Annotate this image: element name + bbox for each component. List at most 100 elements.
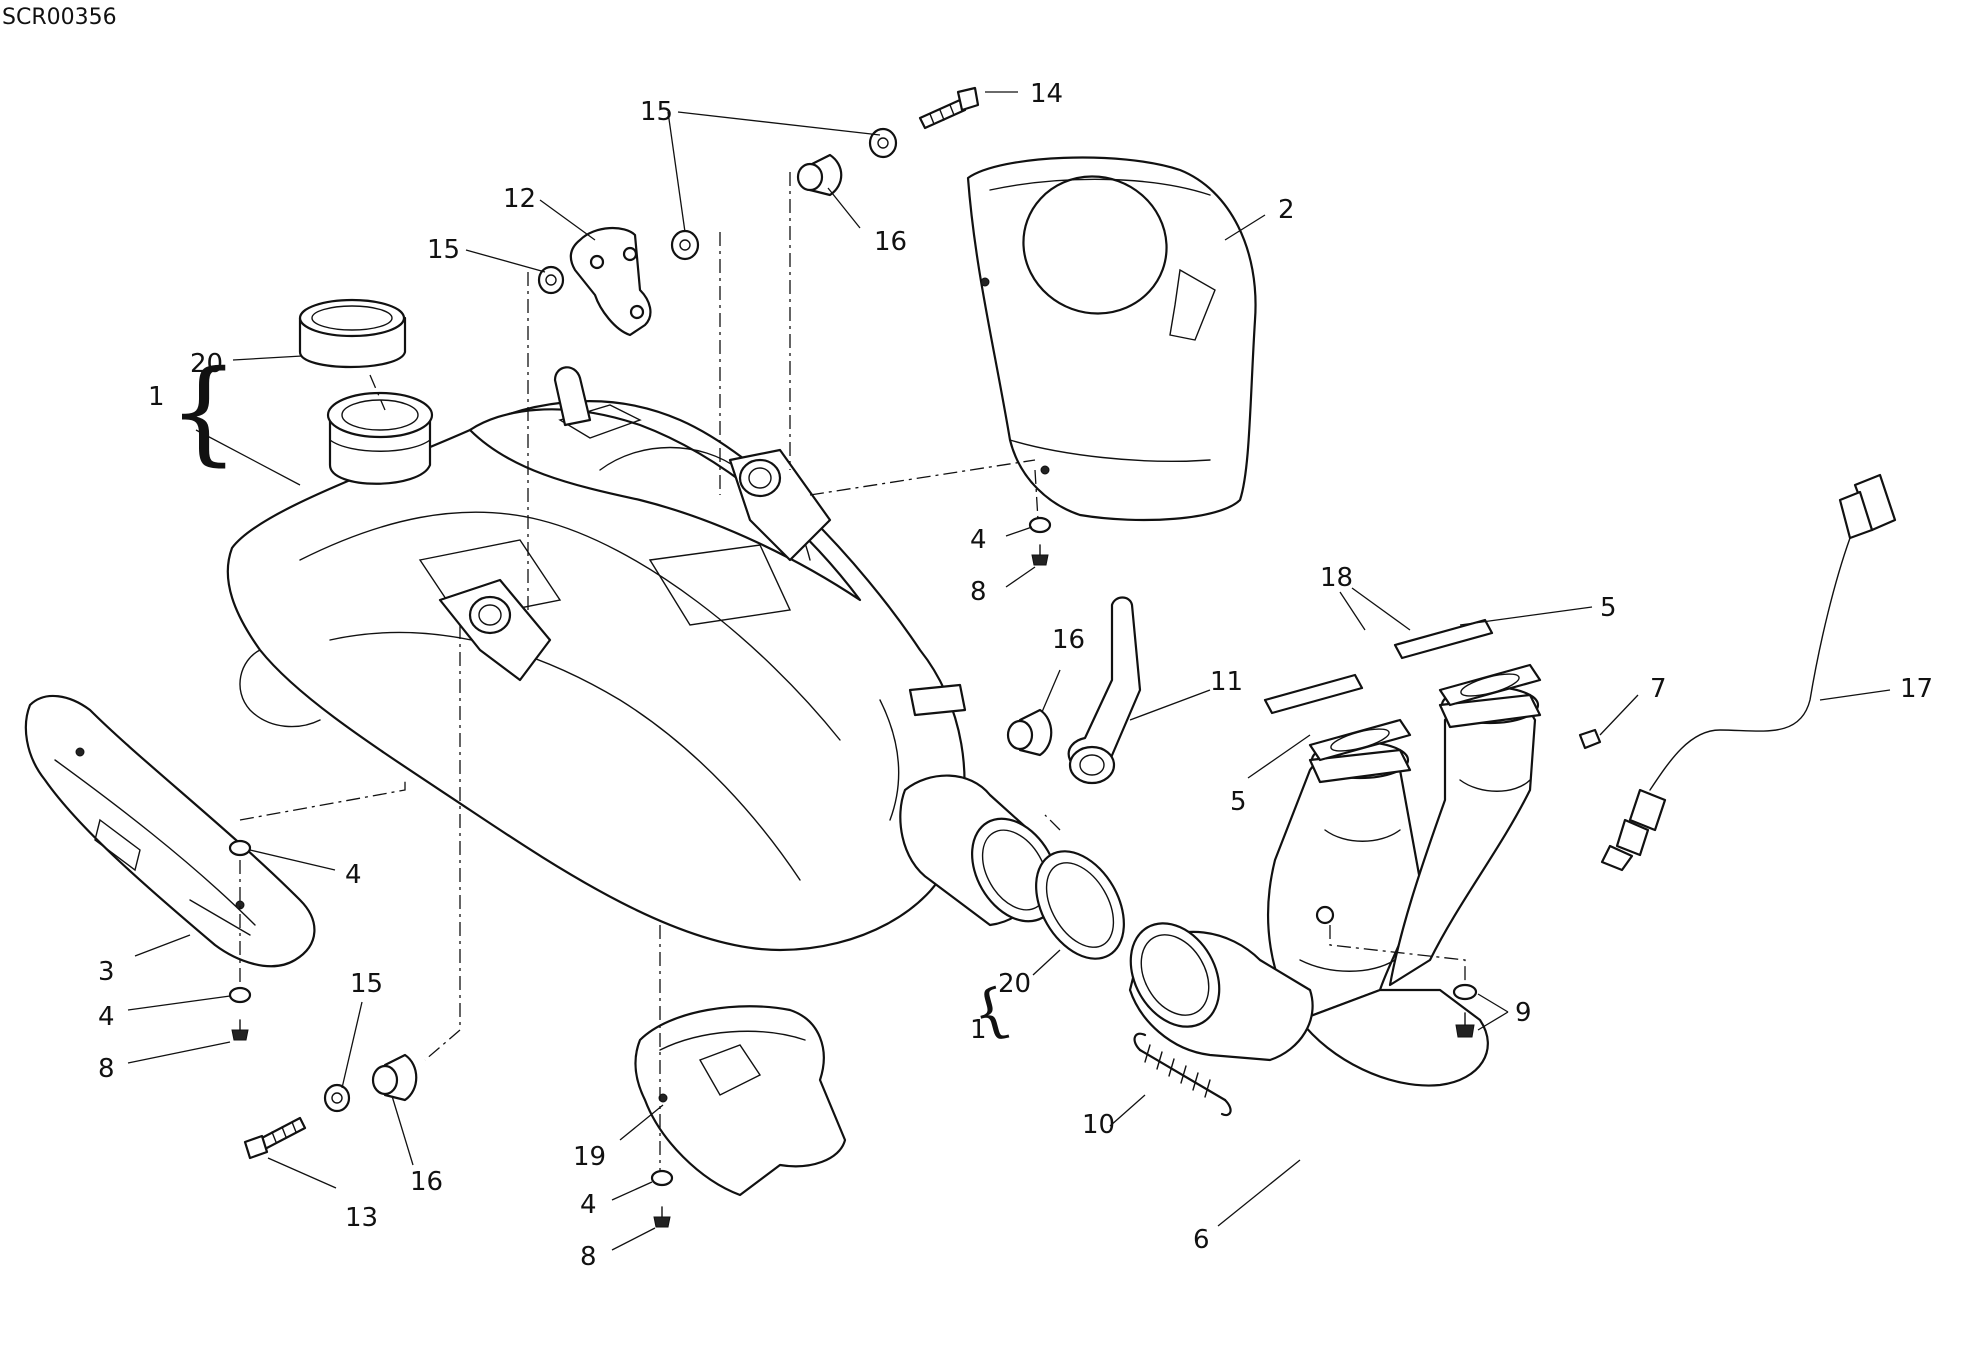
callout-15-left: 15 [427,235,460,265]
leader-16-low [391,1095,414,1166]
callout-13: 13 [345,1203,378,1233]
leader-5-right [1459,606,1593,626]
leader-18b [1351,587,1411,631]
centerline-ring-20b [1044,814,1061,831]
rubber-mount-16-top [796,153,843,197]
callout-2: 2 [1278,195,1295,225]
heat-shield-3 [24,694,316,968]
leader-11 [1129,689,1211,721]
screw-8-shield2 [1031,544,1049,566]
clamp-half-right [1393,618,1494,660]
leader-8-shield3 [127,1041,231,1064]
leader-3 [134,934,191,957]
leader-13 [267,1157,337,1189]
centerline-shield2-screw [1034,469,1039,521]
washer-4-shield19 [650,1169,674,1187]
centerline-mount-low [424,625,461,1061]
leader-15-low [341,1001,363,1089]
heat-shield-2 [966,156,1257,522]
leader-4-shield3-top [249,849,336,871]
leader-9b [1477,1011,1509,1031]
centerline-header-screw [1329,925,1466,985]
lambda-sensor-17 [1600,473,1897,872]
muffler-tab [553,366,592,427]
muffler-body [226,400,966,952]
callout-10: 10 [1082,1110,1115,1140]
muffler-inlet-pipe [326,391,434,485]
callout-20-bottom: 20 [998,969,1031,999]
callout-3: 3 [98,957,115,987]
bracket-12 [569,226,652,337]
rubber-mount-16-low [371,1053,418,1102]
washer-4-shield3-bottom [228,986,252,1004]
leader-7 [1599,694,1639,736]
callout-12: 12 [503,184,536,214]
callout-6: 6 [1193,1225,1210,1255]
leader-15-left [465,249,546,273]
callout-18: 18 [1320,563,1353,593]
callout-5-left: 5 [1230,787,1247,817]
callout-7: 7 [1650,674,1667,704]
leader-20-top [232,355,303,361]
callout-14: 14 [1030,79,1063,109]
leader-10 [1109,1094,1146,1127]
centerline-ring-20a [369,374,386,411]
washer-4-shield3-top [228,839,252,857]
spring-10 [1133,1032,1232,1117]
leader-12 [539,199,596,241]
leader-5-left [1247,734,1311,779]
callout-1-bottom: 1 [970,1015,987,1045]
bolt-14 [918,86,980,130]
drawing-code: SCR00356 [2,5,117,30]
leader-16-mid [1041,669,1061,713]
washer-15-left [537,265,565,295]
exhaust-header [1267,685,1542,1087]
callout-9: 9 [1515,998,1532,1028]
screw-9 [1455,1012,1475,1038]
callout-17: 17 [1900,674,1933,704]
callout-15-top: 15 [640,97,673,127]
callout-4-shield3-bottom: 4 [98,1002,115,1032]
leader-19 [619,1104,664,1141]
callout-11: 11 [1210,667,1243,697]
muffler-side-pin [908,683,967,717]
screw-8-shield3 [231,1019,249,1041]
centerline-shield2 [809,459,1036,496]
screw-8-shield19 [653,1206,671,1228]
leader-4-shield3-bottom [127,995,231,1011]
leader-18a [1339,591,1366,631]
flange-gasket-right [1438,663,1542,707]
callout-16-mid: 16 [1052,625,1085,655]
callout-4-shield3-top: 4 [345,860,362,890]
washer-15-top [868,127,898,159]
clamp-half-left [1263,673,1364,715]
leader-8-shield2 [1005,566,1036,588]
nut-7 [1578,728,1602,750]
leader-15-top [677,111,881,136]
heat-shield-19 [634,1005,847,1197]
leader-8-shield19 [611,1227,656,1251]
callout-8-shield3: 8 [98,1054,115,1084]
leader-16-top [827,187,861,229]
bolt-13 [243,1116,307,1160]
callout-4-shield2: 4 [970,525,987,555]
callout-19: 19 [573,1142,606,1172]
callout-8-shield2: 8 [970,577,987,607]
callout-15-low: 15 [350,969,383,999]
callout-4-shield19: 4 [580,1190,597,1220]
leader-6 [1217,1159,1301,1227]
callout-20-top: 20 [190,349,223,379]
callout-16-top: 16 [874,227,907,257]
callout-8-shield19: 8 [580,1242,597,1272]
rubber-mount-16-mid [1006,708,1053,757]
washer-9 [1452,983,1478,1001]
leader-4-shield19 [611,1181,653,1201]
leader-9a [1477,993,1509,1013]
callout-1-top: 1 [148,382,165,412]
centerline-shield3 [239,780,406,821]
leader-1-top [195,429,301,486]
leader-15-mid [667,111,686,233]
brace-group-1-top: { [168,347,239,477]
muffler-mount-right [728,448,832,562]
